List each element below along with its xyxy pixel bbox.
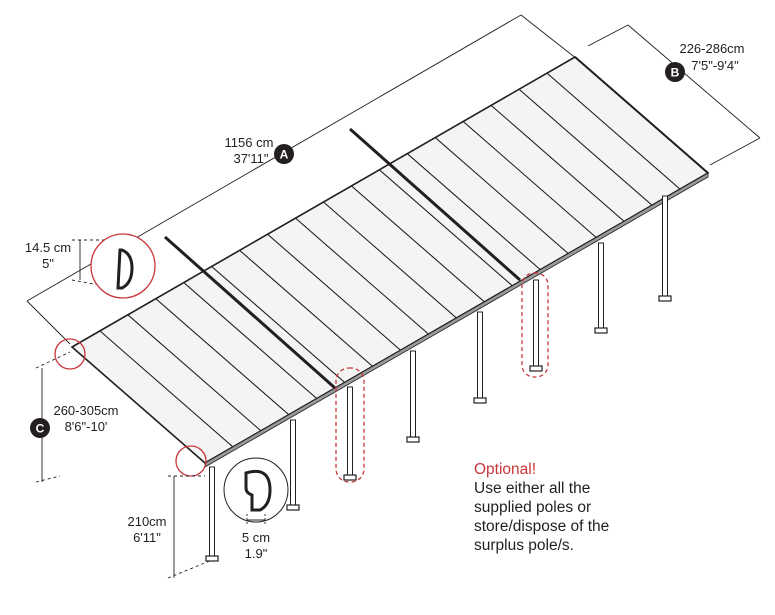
support-post: [205, 466, 219, 562]
dimension-c-metric: 260-305cm: [53, 403, 118, 418]
post-width-dimension: [246, 514, 266, 526]
optional-note-line-3: store/dispose of the: [474, 518, 610, 535]
optional-pole-highlight-1: [335, 367, 365, 483]
dimension-b-imperial: 7'5"-9'4": [691, 58, 739, 73]
dimension-b-line: [587, 24, 761, 166]
badge-b: [665, 62, 685, 82]
optional-note-line-4: surplus pole/s.: [474, 537, 574, 554]
badge-c-label: C: [36, 422, 45, 436]
support-posts: [205, 195, 672, 562]
support-post: [343, 386, 357, 481]
dimension-a-imperial: 37'11": [233, 151, 268, 166]
dimension-a-metric: 1156 cm: [225, 135, 274, 150]
post-profile-icon: [244, 469, 272, 512]
optional-note-line-1: Use either all the: [474, 480, 591, 497]
support-post: [658, 195, 672, 302]
badge-b-label: B: [671, 66, 680, 80]
roof-panels: [71, 56, 709, 464]
dimension-c-imperial: 8'6"-10': [65, 419, 108, 434]
badge-a: [274, 144, 294, 164]
post-width-metric: 5 cm: [242, 530, 270, 545]
gutter-profile-icon: [116, 248, 134, 290]
roof-joint-2: [349, 127, 521, 282]
support-post: [473, 311, 487, 404]
post-width-imperial: 1.9": [245, 546, 268, 561]
gutter-height-imperial: 5": [42, 256, 54, 271]
support-post: [529, 279, 543, 372]
dimension-b-metric: 226-286cm: [679, 41, 744, 56]
post-height-dimension: [167, 475, 213, 579]
badge-c: [30, 418, 50, 438]
corner-detail-circle-back: [54, 338, 86, 370]
optional-pole-highlight-2: [521, 272, 549, 378]
support-post: [286, 419, 300, 511]
post-height-imperial: 6'11": [133, 530, 161, 545]
optional-note: Optional! Use either all the supplied po…: [474, 460, 674, 555]
roof-joint-1: [164, 235, 336, 390]
support-post: [406, 350, 420, 443]
corner-detail-circle-front: [175, 445, 207, 477]
support-post: [594, 242, 608, 334]
optional-note-line-2: supplied poles or: [474, 499, 592, 516]
badge-a-label: A: [280, 148, 289, 162]
post-height-metric: 210cm: [127, 514, 166, 529]
roof-joint-3: [574, 56, 709, 174]
optional-note-title: Optional!: [474, 461, 537, 478]
gutter-height-metric: 14.5 cm: [25, 240, 71, 255]
